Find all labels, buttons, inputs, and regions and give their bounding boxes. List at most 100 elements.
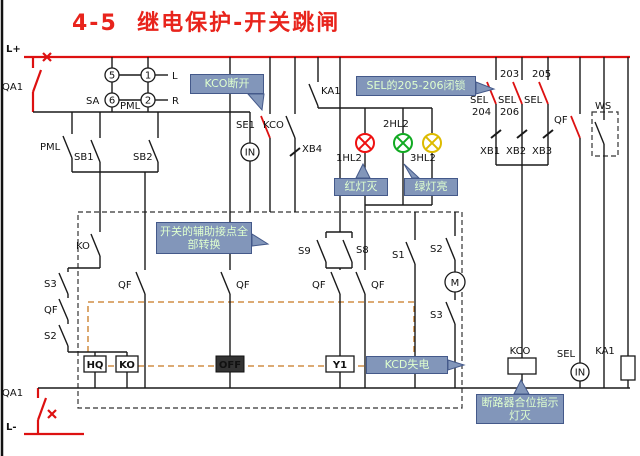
lamp-3hl2-yellow — [422, 133, 442, 153]
sel3-label: SEL — [524, 95, 543, 106]
terminal-xb4 — [289, 147, 301, 157]
1hl2-label: 1HL2 — [336, 153, 362, 164]
contacts — [58, 83, 605, 347]
callout-sel-lock: SEL的205-206闭锁 — [356, 76, 476, 96]
ws-dashed-box — [591, 111, 619, 157]
kco-top-label: KCO — [263, 120, 284, 131]
off-box-label: OFF — [219, 360, 241, 371]
y1-coil-label: Y1 — [332, 360, 347, 371]
sa-contact-5 — [104, 67, 120, 83]
in-device-bottom — [570, 362, 590, 382]
sel-bottom-label: SEL — [557, 349, 576, 360]
round-devices: IN M IN — [240, 142, 590, 382]
hq-coil-box — [83, 355, 107, 373]
wires — [33, 57, 630, 389]
kcd-pointer — [447, 359, 466, 371]
s2-right-label: S2 — [430, 244, 443, 255]
motor-device — [444, 271, 466, 293]
tripped-contacts — [260, 81, 581, 139]
motor-label: M — [451, 278, 460, 289]
kco-coil-box — [507, 357, 537, 375]
terminal-xb1 — [490, 129, 502, 139]
sb1-label: SB1 — [74, 152, 94, 163]
kco-open-pointer — [246, 93, 265, 112]
xb3-label: XB3 — [532, 146, 552, 157]
qf-left-label: QF — [44, 305, 58, 316]
kco-bottom-label: KCO — [510, 346, 531, 357]
terminal-xb2 — [516, 129, 528, 139]
in-device-bottom-label: IN — [575, 368, 585, 379]
sa-contact-2 — [140, 92, 156, 108]
lamp-1hl2-red — [355, 133, 375, 153]
pml-left-label: PML — [40, 142, 61, 153]
power-rails — [24, 52, 630, 436]
sel-lock-pointer — [475, 81, 496, 95]
callout-pointers — [246, 81, 530, 395]
labels: L+ QA1 QA1 L- SA L R PML PML SB1 SB2 SE1… — [2, 44, 615, 433]
device-boxes: HQ KO OFF Y1 — [83, 355, 636, 381]
callout-red-off: 红灯灭 — [334, 178, 388, 196]
3hl2-label: 3HL2 — [410, 153, 436, 164]
qa1-bottom-label: QA1 — [2, 388, 23, 399]
pml-top-label: PML — [120, 101, 141, 112]
qf-b-label: QF — [236, 280, 250, 291]
red-off-pointer — [355, 162, 371, 179]
sa-contact-6-number: 6 — [109, 96, 115, 107]
terminal-xb3 — [542, 129, 554, 139]
s3-right-label: S3 — [430, 310, 443, 321]
xb1-label: XB1 — [480, 146, 500, 157]
callout-green-on: 绿灯亮 — [404, 178, 458, 196]
ka1-bottom-label: KA1 — [595, 346, 615, 357]
aux-contact-dashed-box — [77, 211, 463, 409]
205-label: 205 — [532, 69, 551, 80]
sa-contact-2-number: 2 — [145, 96, 151, 107]
s9-label: S9 — [298, 246, 311, 257]
orange-dashed-path — [87, 301, 415, 367]
sa-label: SA — [86, 96, 100, 107]
2hl2-label: 2HL2 — [383, 119, 409, 130]
qa1-top-label: QA1 — [2, 82, 23, 93]
206-label: 206 — [500, 107, 519, 118]
green-on-pointer — [403, 163, 421, 179]
sel2-label: SEL — [498, 95, 517, 106]
sel1-label: SEL — [470, 95, 489, 106]
qf-a-label: QF — [118, 280, 132, 291]
qf-c-label: QF — [312, 280, 326, 291]
ko-coil-box — [115, 355, 139, 373]
sa-switch: 5 1 6 2 — [104, 67, 156, 108]
callout-aux-contacts: 开关的辅助接点全部转换 — [156, 222, 252, 254]
ws-label: WS — [595, 101, 611, 112]
203-label: 203 — [500, 69, 519, 80]
xb4-label: XB4 — [302, 144, 322, 155]
ka1-coil-box — [620, 355, 636, 381]
204-label: 204 — [472, 107, 491, 118]
terminals — [289, 129, 554, 157]
ko-contact-label: KO — [76, 241, 90, 252]
rail-l-minus-label: L- — [6, 422, 17, 433]
callout-kcd-loss: KCD失电 — [366, 356, 448, 374]
xb2-label: XB2 — [506, 146, 526, 157]
off-box — [215, 355, 245, 373]
indicator-lamps — [355, 133, 442, 153]
sa-contact-1-number: 1 — [145, 71, 151, 82]
lamp-2hl2-green — [393, 133, 413, 153]
sa-l-label: L — [172, 71, 178, 82]
in-device-top-label: IN — [245, 148, 255, 159]
se1-label: SE1 — [236, 120, 255, 131]
y1-coil-box — [325, 355, 355, 373]
qf-right-label: QF — [554, 115, 568, 126]
qf-d-label: QF — [371, 280, 385, 291]
page-title: 4-5 继电保护-开关跳闸 — [72, 11, 341, 36]
aux-pointer — [251, 233, 270, 247]
sb2-label: SB2 — [133, 152, 153, 163]
callout-breaker-indicator: 断路器合位指示灯灭 — [476, 394, 564, 424]
hq-coil-label: HQ — [87, 360, 104, 371]
in-device-top — [240, 142, 260, 162]
ka1-top-label: KA1 — [321, 86, 341, 97]
callout-kco-open: KCO断开 — [190, 74, 264, 94]
sa-contact-1 — [140, 67, 156, 83]
s8-label: S8 — [356, 245, 369, 256]
sa-contact-5-number: 5 — [109, 71, 115, 82]
